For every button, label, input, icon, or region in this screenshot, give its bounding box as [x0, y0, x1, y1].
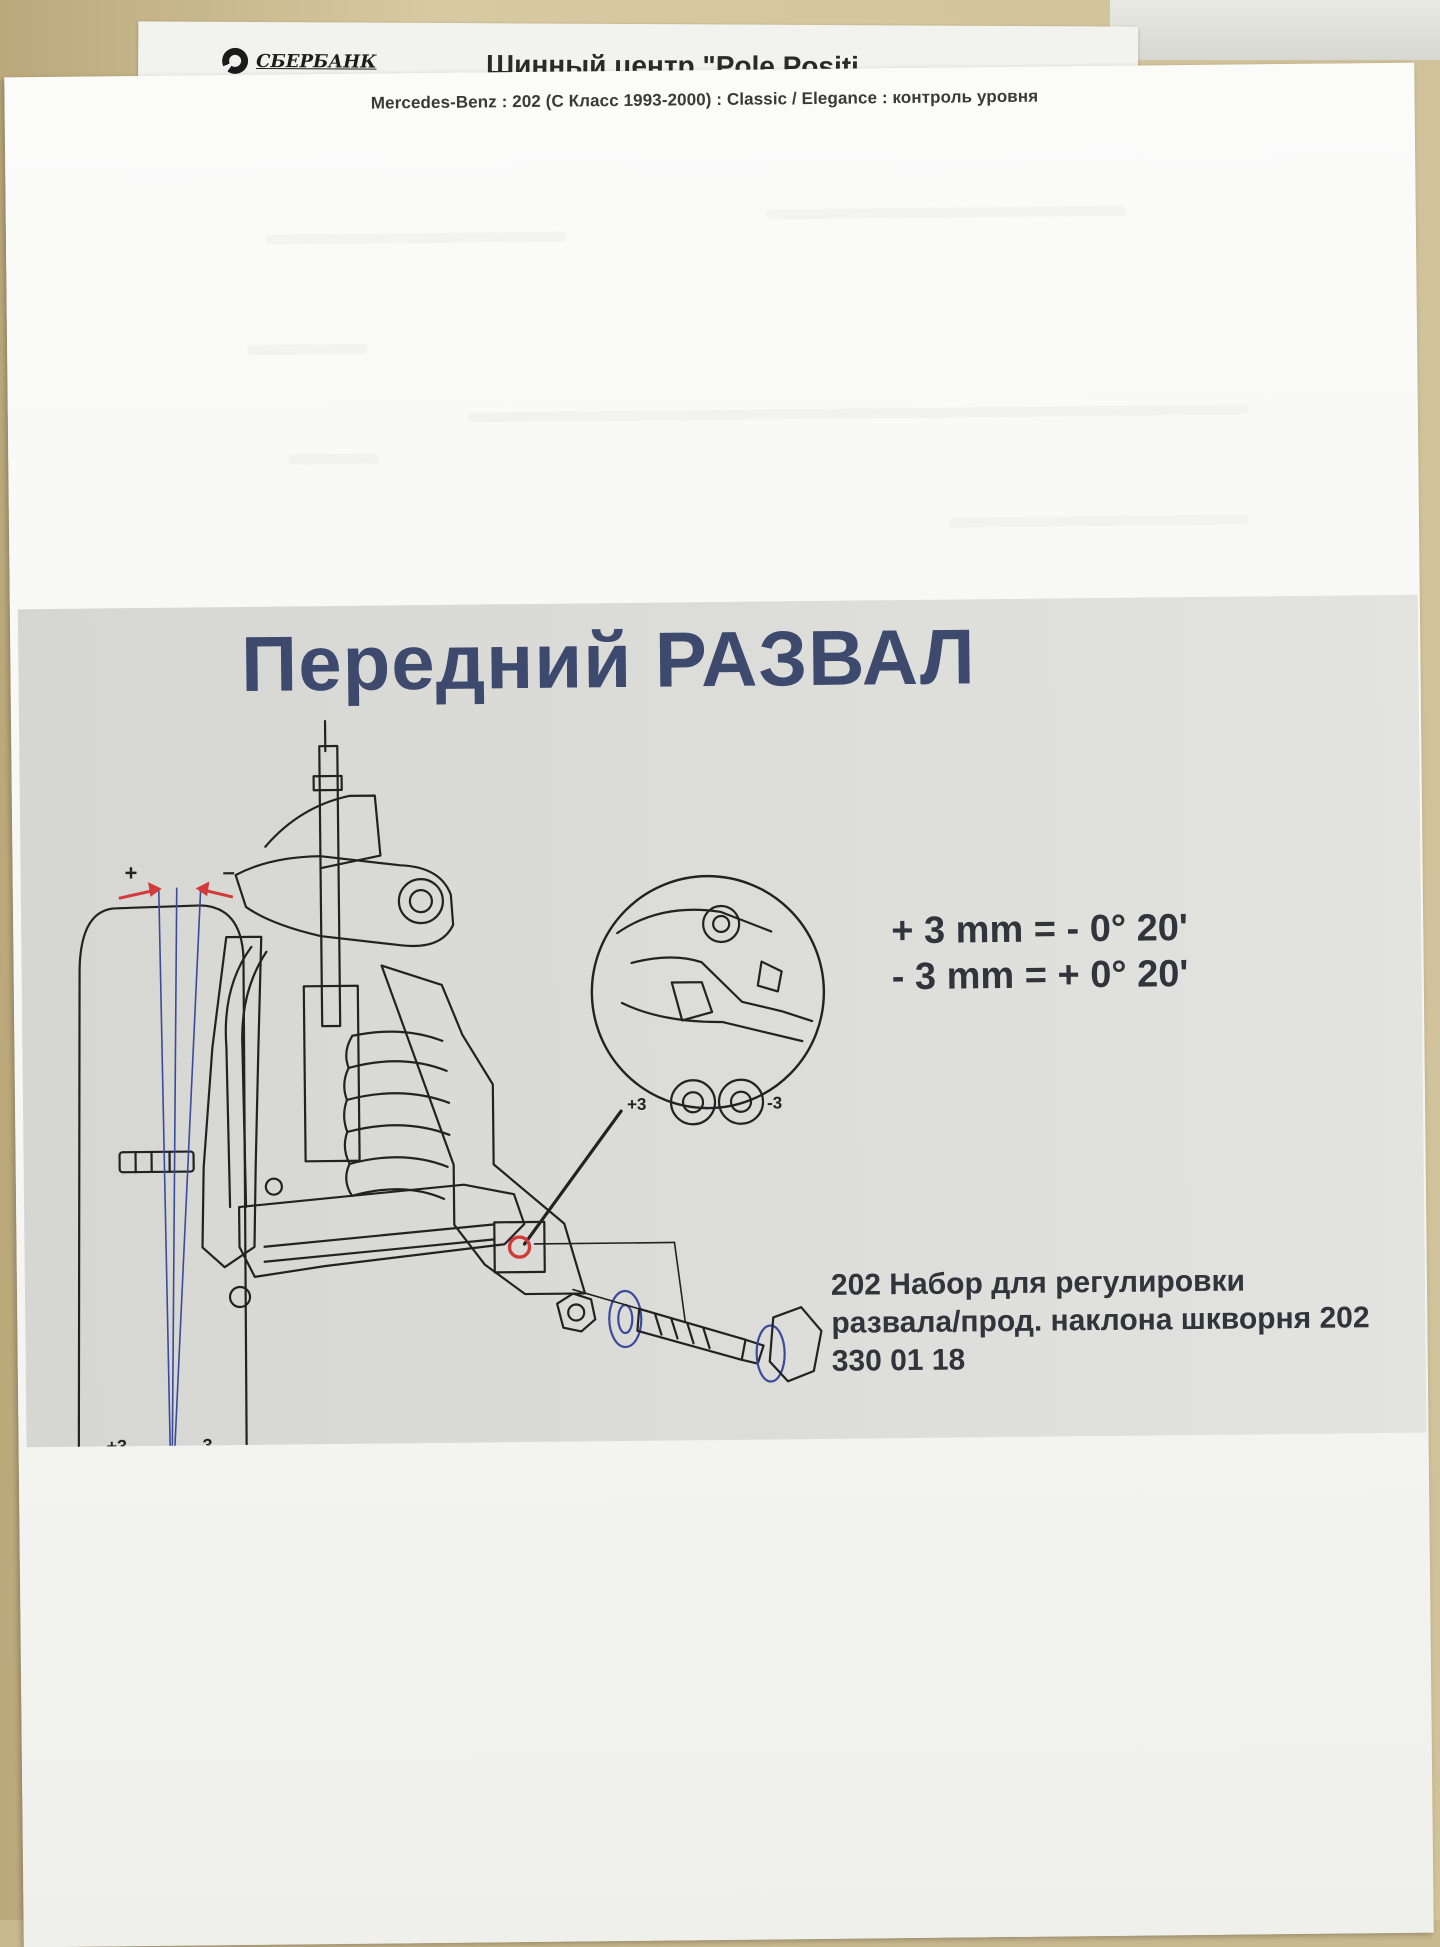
wheel-hub	[120, 1152, 194, 1173]
kit-caption: 202 Набор для регулировки развала/прод. …	[831, 1261, 1432, 1381]
inset-minus-label: -3	[767, 1093, 782, 1112]
upper-control-arm	[235, 855, 453, 948]
left-adjust-label: +3	[106, 1436, 127, 1447]
blank-lower-area	[19, 1443, 1424, 1938]
camber-figure: Передний РАЗВАЛ	[18, 595, 1427, 1448]
subframe	[382, 963, 585, 1295]
shock-absorber	[319, 746, 340, 1026]
inset-plus-label: +3	[627, 1095, 647, 1114]
adjust-arrows	[103, 879, 532, 1447]
faded-print-through	[245, 184, 1309, 595]
page-header: Mercedes-Benz : 202 (С Класс 1993-2000) …	[4, 83, 1404, 118]
minus-direction-label: –	[222, 859, 235, 884]
right-adjust-label: -3	[196, 1435, 212, 1447]
plus-direction-label: +	[124, 860, 137, 885]
kit-caption-line-2: развала/прод. наклона шкворня 202	[831, 1299, 1431, 1343]
bank-name: СБЕРБАНК	[256, 51, 376, 73]
sberbank-logo-icon	[222, 48, 248, 74]
bank-logo: СБЕРБАНК	[222, 48, 377, 75]
detail-inset	[591, 875, 826, 1125]
upper-bushing	[399, 879, 443, 923]
strut-tower	[265, 796, 381, 869]
document-page: Mercedes-Benz : 202 (С Класс 1993-2000) …	[4, 63, 1434, 1947]
desk-object	[1110, 0, 1440, 60]
lower-control-arm	[239, 1184, 525, 1277]
adjust-bolt-kit	[534, 1241, 821, 1384]
kit-caption-line-1: 202 Набор для регулировки	[831, 1261, 1431, 1305]
kit-caption-line-3: 330 01 18	[832, 1337, 1432, 1381]
formula-minus3: - 3 mm = + 0° 20'	[891, 953, 1188, 999]
callout-line	[523, 1111, 622, 1244]
formula-plus3: + 3 mm = - 0° 20'	[891, 907, 1188, 953]
camber-lines	[159, 887, 207, 1447]
